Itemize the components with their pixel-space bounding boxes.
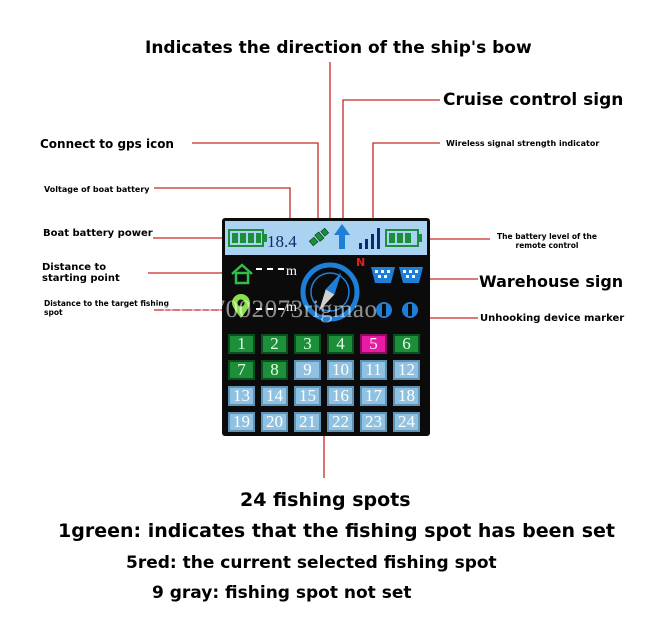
fishing-spot-4[interactable]: 4 <box>327 334 354 354</box>
fishing-spot-11[interactable]: 11 <box>360 360 387 380</box>
fishing-spot-16[interactable]: 16 <box>327 386 354 406</box>
cruise-control-arrow-icon <box>334 224 350 249</box>
fishing-spot-5[interactable]: 5 <box>360 334 387 354</box>
bow-direction-label: Indicates the direction of the ship's bo… <box>145 38 532 58</box>
fishing-spot-12[interactable]: 12 <box>393 360 420 380</box>
voltage-leader-line <box>154 187 291 230</box>
fishing-spot-1[interactable]: 1 <box>228 334 255 354</box>
legend-red: 5red: the current selected fishing spot <box>126 553 497 573</box>
distance-start-label: Distance to starting point <box>42 262 120 284</box>
compass-icon <box>300 262 360 322</box>
fishing-spot-24[interactable]: 24 <box>393 412 420 432</box>
watermark: cn1107002073rigmao <box>150 296 378 323</box>
fishing-spot-17[interactable]: 17 <box>360 386 387 406</box>
unhooking-marker-icons <box>376 302 418 318</box>
boat-battery-label: Boat battery power <box>43 228 153 239</box>
wireless-signal-icon <box>359 228 380 249</box>
remote-battery-label: The battery level of the remote control <box>497 232 597 250</box>
home-icon <box>231 263 253 285</box>
fishing-spot-2[interactable]: 2 <box>261 334 288 354</box>
legend-gray: 9 gray: fishing spot not set <box>152 583 412 603</box>
fishing-spot-14[interactable]: 14 <box>261 386 288 406</box>
warehouse-label: Warehouse sign <box>479 272 624 291</box>
wireless-leader-line <box>372 142 440 234</box>
fishing-spot-10[interactable]: 10 <box>327 360 354 380</box>
fishing-spot-23[interactable]: 23 <box>360 412 387 432</box>
fishing-spot-18[interactable]: 18 <box>393 386 420 406</box>
fishing-spot-3[interactable]: 3 <box>294 334 321 354</box>
fishing-spot-9[interactable]: 9 <box>294 360 321 380</box>
gps-icon-label: Connect to gps icon <box>40 137 174 151</box>
cruise-leader-line <box>342 99 440 236</box>
fishing-spot-20[interactable]: 20 <box>261 412 288 432</box>
fishing-spot-13[interactable]: 13 <box>228 386 255 406</box>
distance-start-unit: m <box>286 264 297 279</box>
boat-battery-icon <box>228 229 267 247</box>
target-pin-icon <box>232 294 250 318</box>
cruise-control-label: Cruise control sign <box>443 90 624 110</box>
voltage-readout: 18.4 <box>267 232 297 251</box>
fishing-spot-19[interactable]: 19 <box>228 412 255 432</box>
legend-title: 24 fishing spots <box>240 489 411 511</box>
gps-satellite-icon <box>308 227 330 247</box>
distance-target-value <box>256 308 284 310</box>
distance-target-label: Distance to the target fishing spot <box>44 299 169 317</box>
device-screen: 18.4 m m <box>222 218 430 436</box>
distance-start-value <box>256 268 284 270</box>
fishing-spot-21[interactable]: 21 <box>294 412 321 432</box>
unhooking-label: Unhooking device marker <box>480 313 625 324</box>
fishing-spot-22[interactable]: 22 <box>327 412 354 432</box>
fishing-spot-7[interactable]: 7 <box>228 360 255 380</box>
compass-north-label: N <box>356 256 366 269</box>
remote-battery-icon <box>385 229 422 247</box>
legend-green: 1green: indicates that the fishing spot … <box>58 520 615 542</box>
boat-voltage-label: Voltage of boat battery <box>44 185 150 194</box>
fishing-spot-8[interactable]: 8 <box>261 360 288 380</box>
fishing-spot-15[interactable]: 15 <box>294 386 321 406</box>
gps-leader-line <box>192 142 319 232</box>
wireless-signal-label: Wireless signal strength indicator <box>446 139 600 148</box>
fishing-spot-6[interactable]: 6 <box>393 334 420 354</box>
warehouse-icons <box>371 267 423 283</box>
distance-target-unit: m <box>286 300 297 315</box>
